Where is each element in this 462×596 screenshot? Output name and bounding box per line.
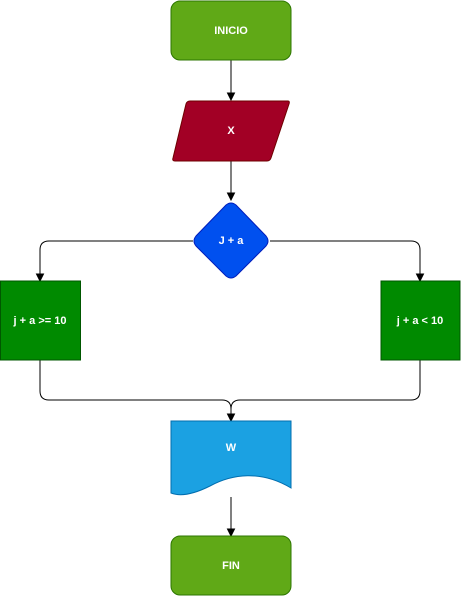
node-branch-right[interactable]: j + a < 10 xyxy=(380,280,461,361)
edge-branch-right-to-output xyxy=(226,360,421,423)
node-branch-left-shape xyxy=(0,280,81,361)
node-end-shape xyxy=(170,535,292,596)
node-start[interactable]: INICIO xyxy=(170,0,292,61)
node-end-label: FIN xyxy=(222,560,240,572)
node-end[interactable]: FIN xyxy=(170,535,292,596)
node-decision-label: J + a xyxy=(219,235,245,247)
node-input[interactable]: X xyxy=(172,100,290,162)
edges xyxy=(35,60,425,538)
node-start-shape xyxy=(170,0,292,61)
edge-start-to-input xyxy=(226,60,236,102)
edge-input-to-decision xyxy=(226,161,236,202)
node-output[interactable]: W xyxy=(170,420,292,496)
node-branch-left-label: j + a >= 10 xyxy=(13,315,67,327)
node-start-label: INICIO xyxy=(214,25,248,37)
edge-output-to-end xyxy=(226,497,236,538)
node-decision-shape xyxy=(193,202,269,279)
node-input-label: X xyxy=(227,125,235,137)
node-branch-right-label: j + a < 10 xyxy=(396,315,443,327)
edge-decision-to-branch-right xyxy=(270,240,425,283)
node-branch-right-shape xyxy=(380,280,461,361)
node-output-shape xyxy=(170,420,292,496)
node-decision[interactable]: J + a xyxy=(193,202,269,279)
node-output-label: W xyxy=(226,442,237,454)
edge-decision-to-branch-left xyxy=(35,240,193,283)
node-input-shape xyxy=(172,100,290,162)
edge-branch-left-to-output xyxy=(39,360,232,414)
node-branch-left[interactable]: j + a >= 10 xyxy=(0,280,81,361)
